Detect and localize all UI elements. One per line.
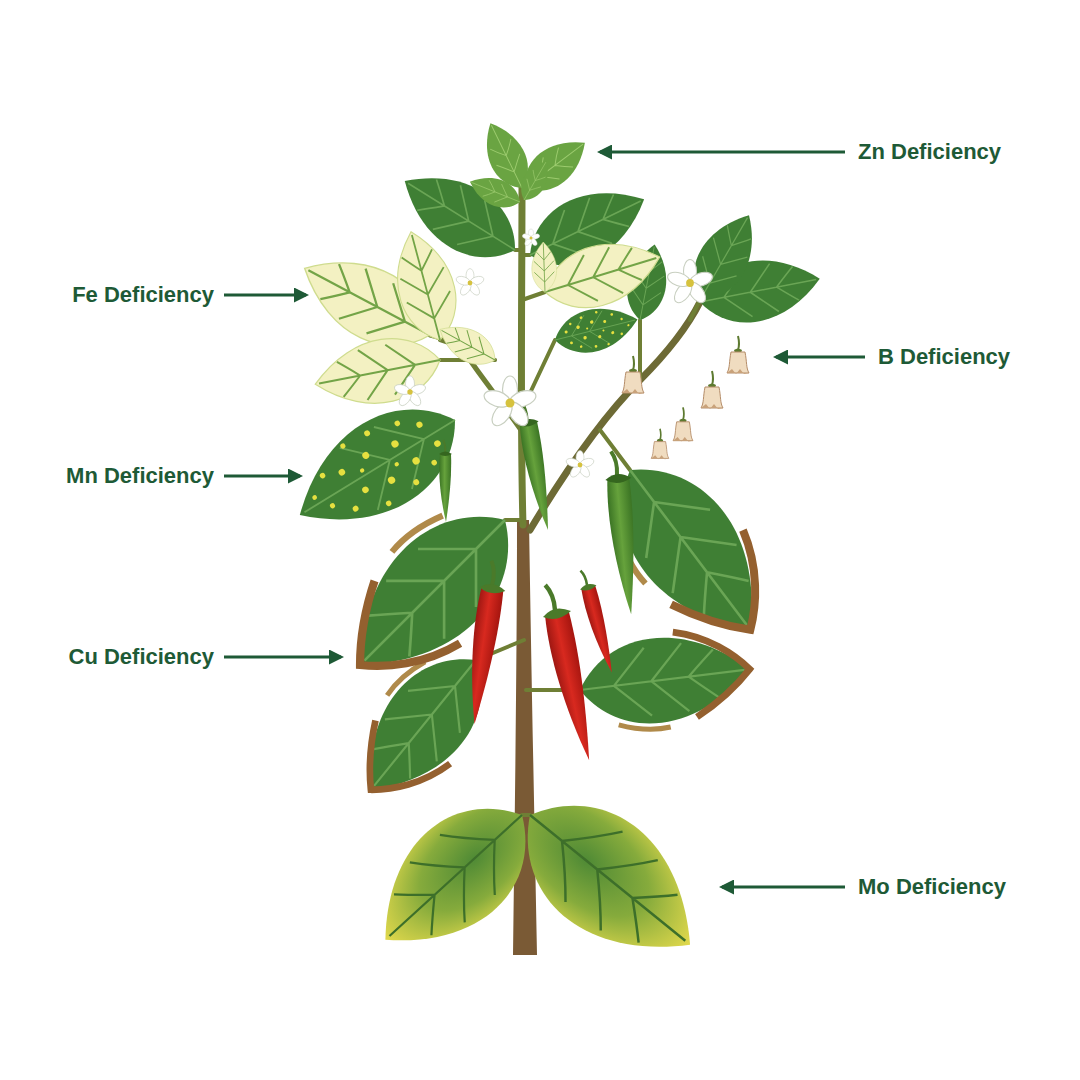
callout-label: B Deficiency xyxy=(878,344,1010,370)
callout-label: Zn Deficiency xyxy=(858,139,1001,165)
callout-label: Fe Deficiency xyxy=(72,282,214,308)
callout-label: Mo Deficiency xyxy=(858,874,1006,900)
callout-label: Mn Deficiency xyxy=(66,463,214,489)
leader-arrows xyxy=(224,152,865,887)
callout-label: Cu Deficiency xyxy=(69,644,215,670)
